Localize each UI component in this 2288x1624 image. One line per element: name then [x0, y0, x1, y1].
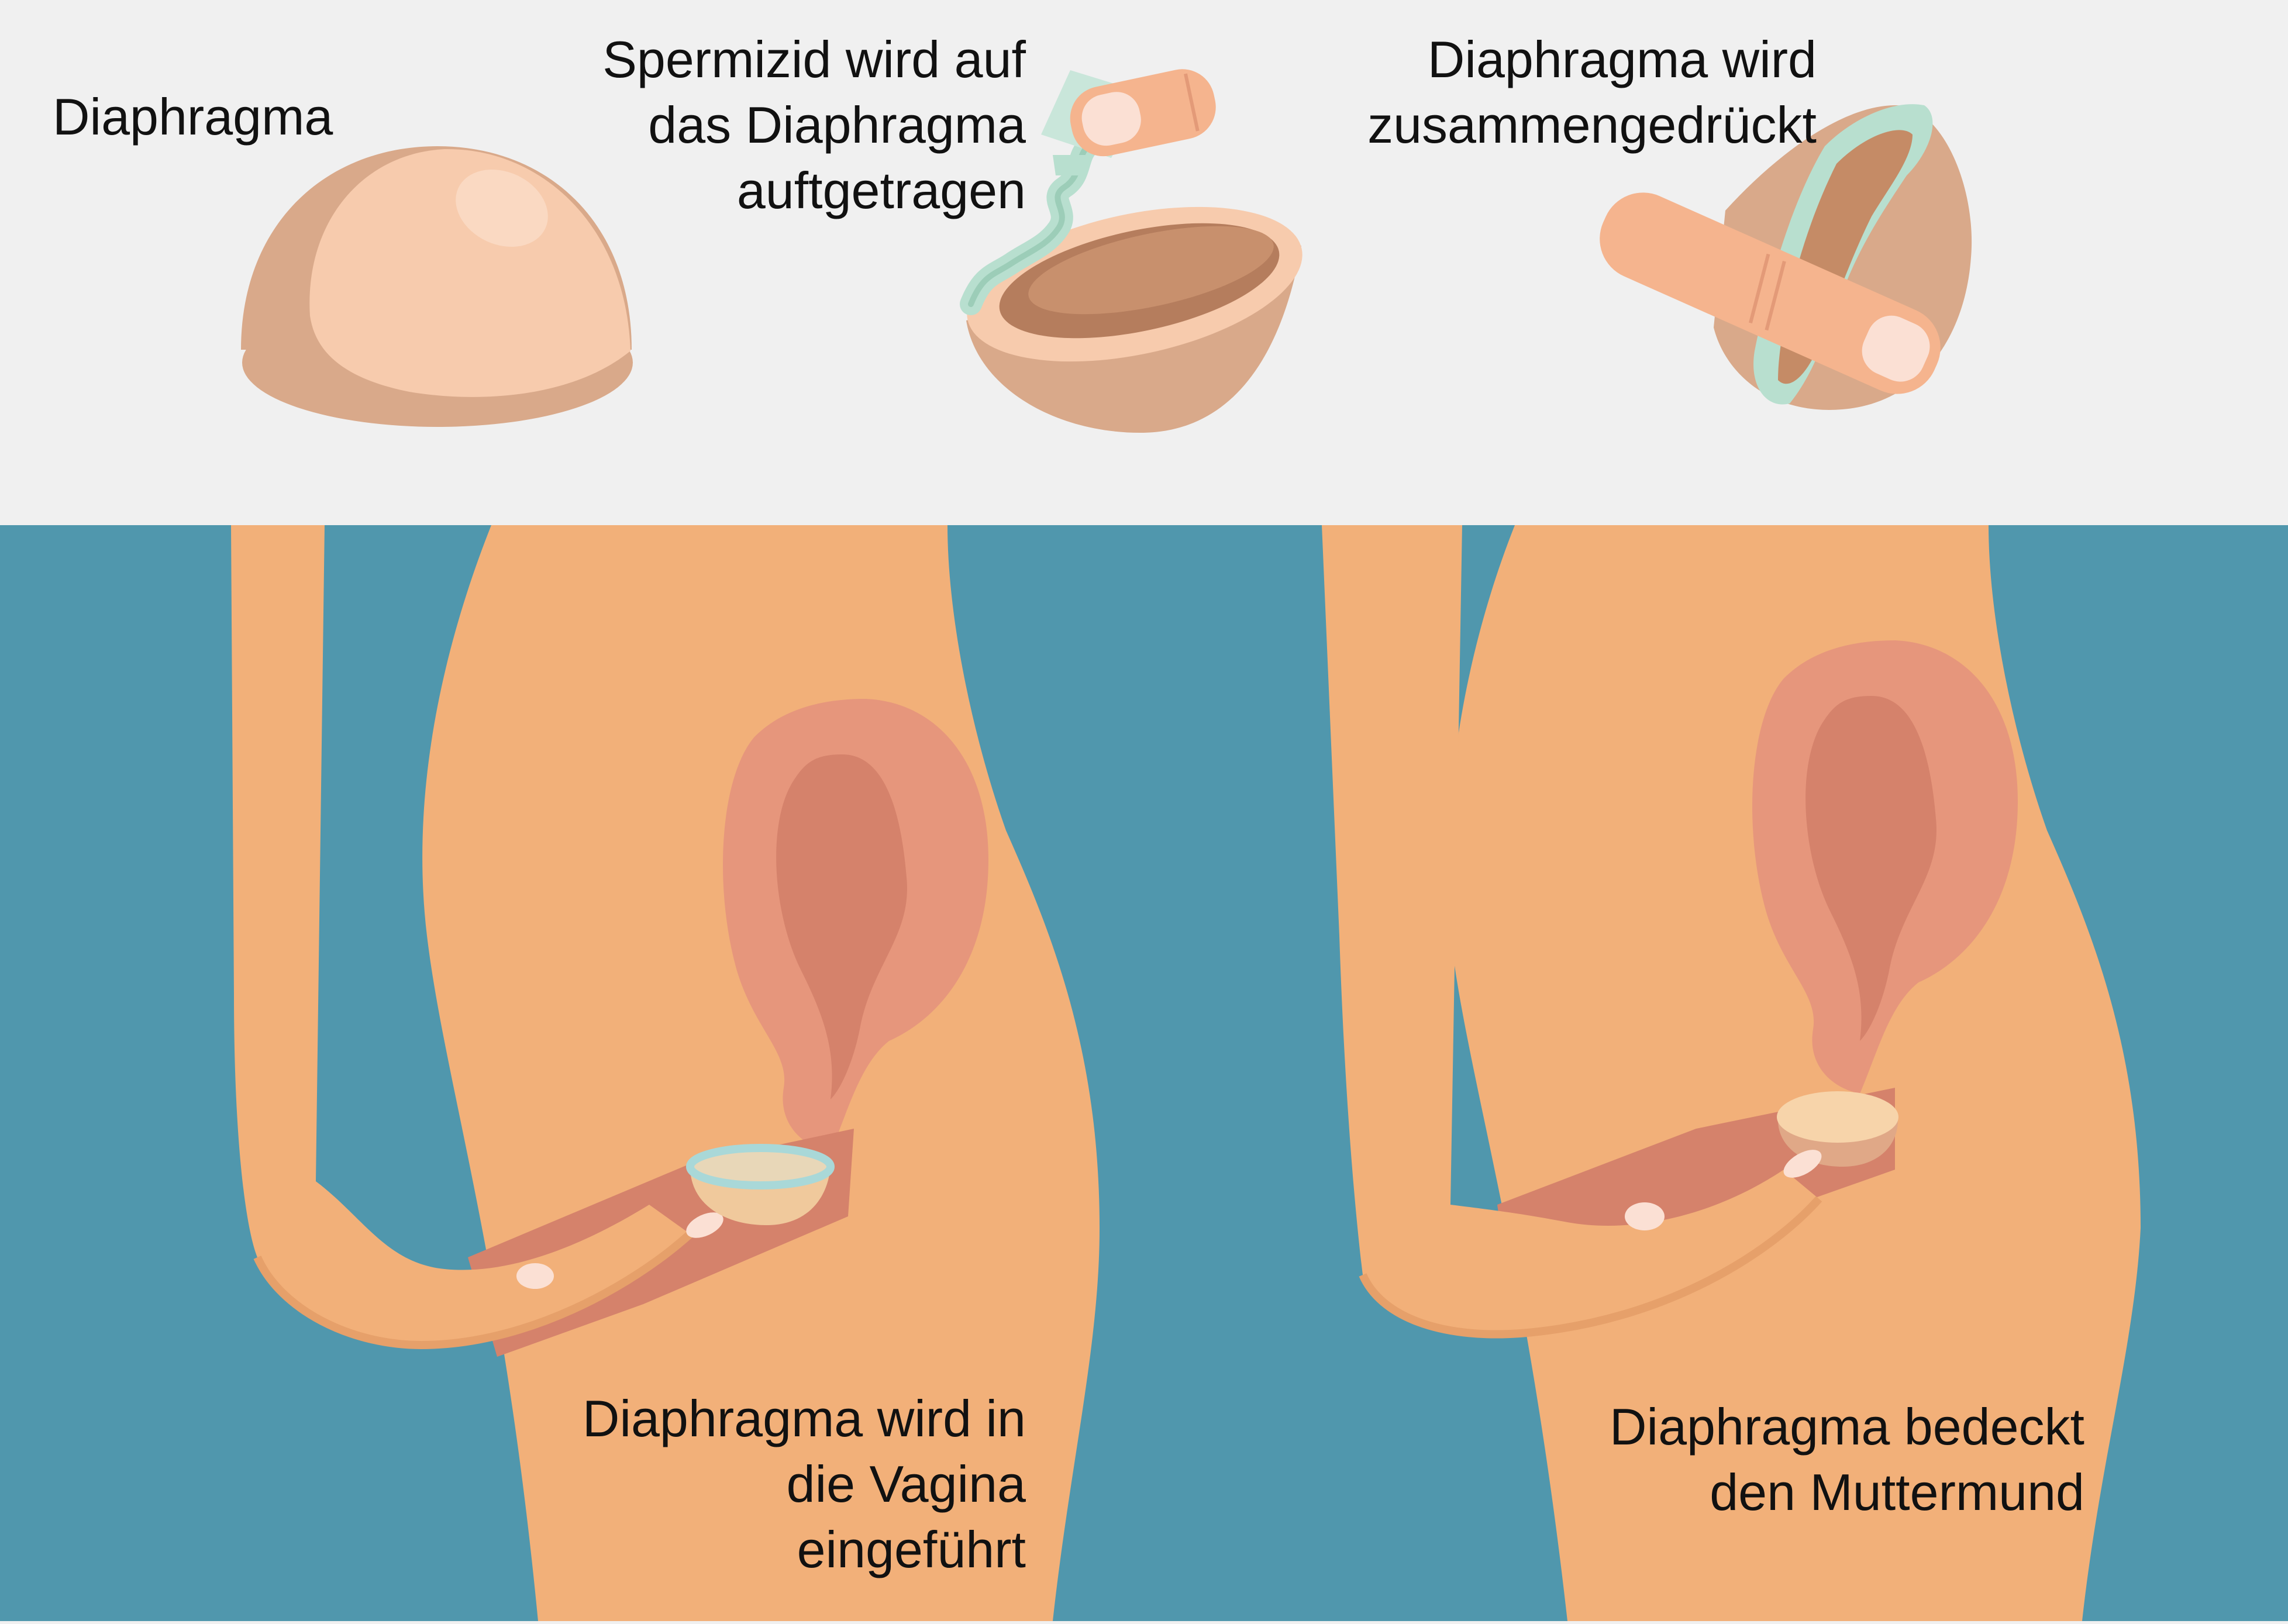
label-line: Diaphragma	[53, 88, 333, 146]
label-line: Diaphragma bedeckt	[1609, 1398, 2084, 1456]
label-spermizid: Spermizid wird auf das Diaphragma auftge…	[602, 27, 1026, 223]
label-line: eingeführt	[797, 1520, 1026, 1578]
spermicide-application-illustration	[960, 69, 1302, 433]
label-diaphragma: Diaphragma	[53, 84, 333, 150]
compressed-diaphragm-illustration	[1600, 104, 1972, 410]
label-bedeckt: Diaphragma bedeckt den Muttermund	[1610, 1394, 2084, 1525]
diaphragm-dome-illustration	[241, 146, 633, 427]
label-line: den Muttermund	[1710, 1463, 2084, 1521]
label-line: auftgetragen	[736, 161, 1026, 219]
label-line: zusammengedrückt	[1367, 96, 1817, 154]
label-line: die Vagina	[786, 1455, 1026, 1513]
label-eingefuehrt: Diaphragma wird in die Vagina eingeführt	[583, 1386, 1026, 1582]
right-body-figure	[1322, 525, 2141, 1621]
label-line: Diaphragma wird in	[582, 1389, 1026, 1447]
label-zusammengedrueckt: Diaphragma wird zusammengedrückt	[1367, 27, 1817, 158]
label-line: das Diaphragma	[648, 96, 1026, 154]
label-line: Spermizid wird auf	[602, 30, 1026, 88]
label-line: Diaphragma wird	[1427, 30, 1817, 88]
left-body-figure	[231, 525, 1100, 1621]
